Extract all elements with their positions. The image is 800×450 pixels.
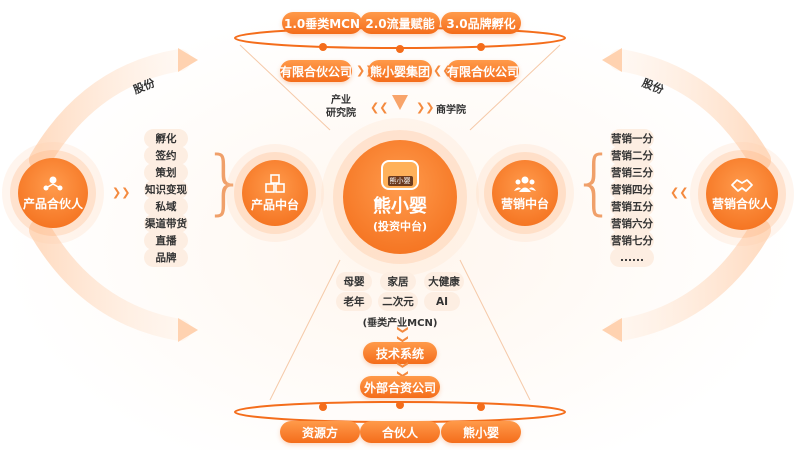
top-pill-3: 3.0品牌孵化 [441, 12, 521, 34]
marketing-item: 营销一分 [610, 129, 654, 148]
product-partner-label: 产品合伙人 [22, 196, 83, 211]
bottom-pill-2: 合伙人 [360, 421, 440, 443]
marketing-item: 营销七分 [610, 231, 654, 250]
product-partner-circle: 产品合伙人 [18, 158, 88, 228]
marketing-brace: { [572, 141, 617, 223]
marketing-item: 营销四分 [610, 180, 654, 199]
left-upper-arrowhead [178, 48, 198, 72]
product-item: 渠道带货 [144, 214, 188, 233]
left-lower-arrowhead [178, 318, 198, 342]
marketing-item: 营销三分 [610, 163, 654, 182]
research-institute: 产业 研究院 [326, 95, 356, 119]
marketing-center-label: 营销中台 [500, 196, 549, 211]
vertical-item: 母婴 [336, 272, 372, 291]
marketing-item: 营销六分 [610, 214, 654, 233]
vertical-item: AI [424, 292, 460, 311]
right-upper-arc [609, 49, 771, 171]
marketing-center-circle: 营销中台 [492, 160, 558, 226]
right-upper-arrowhead [602, 48, 622, 72]
bottom-dot-2 [396, 401, 404, 409]
vertical-item: 家居 [380, 272, 416, 291]
left-upper-arc [29, 49, 191, 171]
down-arrow [392, 95, 408, 110]
bear-logo-text: 熊小婴 [387, 176, 413, 186]
team-icon [514, 176, 536, 192]
mcn-down-arrow: ❯❯ [396, 325, 410, 344]
marketing-item: 营销二分 [610, 146, 654, 165]
marketing-item: 营销五分 [610, 197, 654, 216]
product-item: 策划 [144, 163, 188, 182]
company-right-arrow: ❮❮ [433, 64, 452, 77]
marketing-partner-arrow: ❮❮ [670, 186, 689, 199]
boxes-icon [265, 173, 285, 193]
company-left: 有限合伙公司 [280, 60, 352, 82]
marketing-partner-circle: 营销合伙人 [706, 158, 778, 230]
bottom-dot-1 [319, 403, 327, 411]
top-dot-3 [477, 43, 485, 51]
top-dot-1 [319, 43, 327, 51]
center-subtitle: (投资中台) [372, 220, 428, 233]
product-brace: } [203, 141, 248, 223]
marketing-item: ...... [610, 248, 654, 267]
bear-logo: 熊小婴 [381, 160, 419, 190]
bottom-pill-3: 熊小婴 [441, 421, 521, 443]
product-item: 签约 [144, 146, 188, 165]
top-pill-2: 2.0流量赋能 [360, 12, 440, 34]
product-partner-arrow: ❯❯ [112, 186, 131, 199]
people-network-icon [43, 176, 63, 190]
company-right: 有限合伙公司 [447, 60, 519, 82]
product-item: 私域 [144, 197, 188, 216]
business-school: 商学院 [436, 105, 466, 116]
bottom-dot-3 [477, 403, 485, 411]
right-lower-arc [609, 219, 771, 341]
product-center-circle: 产品中台 [242, 160, 308, 226]
mcn-note: (垂类产业MCN) [362, 318, 438, 329]
product-center-label: 产品中台 [250, 197, 299, 212]
research-left-arrows: ❮❮ [370, 101, 389, 114]
vertical-item: 二次元 [378, 292, 418, 311]
center-title: 熊小婴 [373, 196, 427, 217]
product-item: 品牌 [144, 248, 188, 267]
vertical-item: 大健康 [424, 272, 464, 291]
tech-system: 技术系统 [363, 342, 437, 364]
handshake-icon [731, 178, 753, 192]
product-item: 知识变现 [144, 180, 188, 199]
marketing-partner-label: 营销合伙人 [711, 196, 772, 211]
product-item: 孵化 [144, 129, 188, 148]
research-right-arrows: ❯❯ [416, 101, 435, 114]
center-circle: 熊小婴 熊小婴 (投资中台) [343, 140, 457, 254]
company-center: 熊小婴集团 [368, 60, 432, 82]
left-lower-arc [29, 219, 191, 341]
vertical-item: 老年 [336, 292, 372, 311]
top-dot-2 [396, 45, 404, 53]
right-lower-arrowhead [602, 318, 622, 342]
top-pill-1: 1.0垂类MCN [282, 12, 362, 34]
product-item: 直播 [144, 231, 188, 250]
bottom-pill-1: 资源方 [280, 421, 360, 443]
external-company: 外部合资公司 [360, 376, 440, 398]
